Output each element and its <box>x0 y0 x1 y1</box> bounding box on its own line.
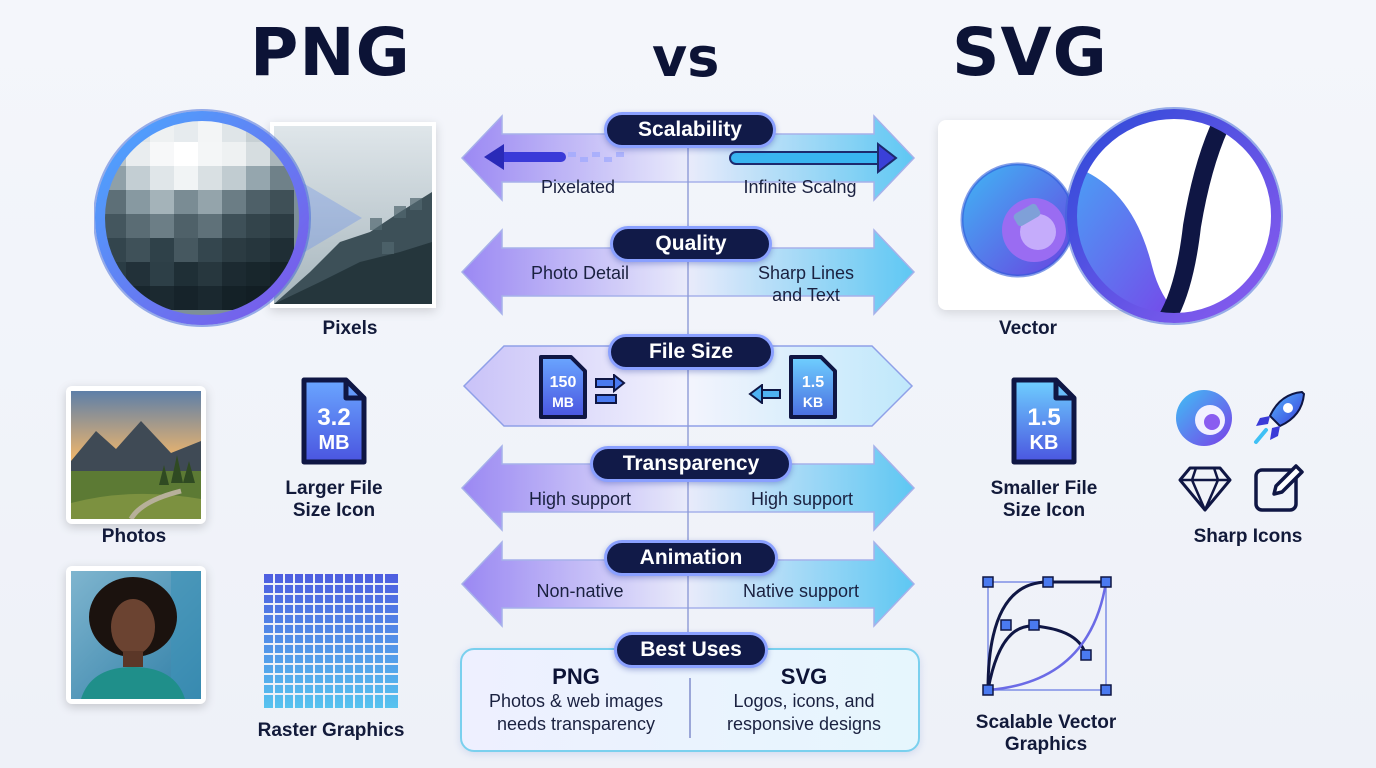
svg-title: SVG <box>952 14 1108 91</box>
vs-label: vs <box>652 26 720 89</box>
rocket-icon <box>1250 386 1310 450</box>
transparency-left: High support <box>528 489 632 509</box>
file-size-right-icon <box>788 354 838 420</box>
arrow-right-icon <box>729 141 898 175</box>
larger-file-caption-1: Larger File <box>285 478 383 499</box>
best-uses-label: Best Uses <box>614 632 768 668</box>
best-svg-line2: responsive designs <box>726 714 882 734</box>
raster-caption: Raster Graphics <box>257 720 405 741</box>
quality-right-2: and Text <box>772 285 840 305</box>
file-size-label: File Size <box>608 334 774 370</box>
bezier-curve-icon <box>980 574 1114 702</box>
quality-left: Photo Detail <box>530 263 630 283</box>
arrow-left-icon <box>748 383 782 408</box>
arrow-right-icon <box>594 372 628 412</box>
portrait-photo <box>66 566 206 704</box>
animation-label: Animation <box>604 540 778 576</box>
pixelated-landscape-image <box>270 122 436 308</box>
animation-right: Native support <box>742 581 860 601</box>
best-png-line2: needs transparency <box>496 714 656 734</box>
small-file-size-value: 1.5 <box>1027 404 1061 431</box>
transparency-right: High support <box>750 489 854 509</box>
magnifier-circle-icon <box>93 108 364 328</box>
file-size-icon <box>300 376 368 466</box>
file-size-right-unit: KB <box>802 394 824 410</box>
file-size-right-value: 1.5 <box>801 374 825 391</box>
best-svg-heading: SVG <box>780 664 828 689</box>
file-size-left-unit: MB <box>552 394 574 410</box>
file-size-unit: MB <box>318 432 350 454</box>
transparency-label: Transparency <box>590 446 792 482</box>
scalability-right: Infinite Scalng <box>743 177 857 197</box>
landscape-photo <box>66 386 206 524</box>
quality-right-1: Sharp Lines <box>757 263 855 283</box>
larger-file-caption-2: Size Icon <box>292 500 376 521</box>
quality-label: Quality <box>610 226 772 262</box>
best-uses-divider <box>689 678 691 738</box>
smaller-file-caption-1: Smaller File <box>990 478 1098 499</box>
arrow-left-icon <box>484 144 624 170</box>
sharp-icons-caption: Sharp Icons <box>1193 526 1303 547</box>
swirl-logo-icon <box>1174 388 1234 452</box>
file-size-left-icon <box>538 354 588 420</box>
scalability-left: Pixelated <box>540 177 616 197</box>
magnifier-circle-icon <box>1052 106 1288 326</box>
best-svg-line1: Logos, icons, and <box>733 691 875 711</box>
best-png-heading: PNG <box>552 664 600 689</box>
pixel-grid-icon <box>264 574 398 708</box>
vector-caption: Vector <box>998 318 1058 339</box>
file-size-value: 3.2 <box>317 404 351 431</box>
file-size-left-value: 150 <box>549 374 577 391</box>
vector-logo-card <box>938 120 1134 310</box>
file-size-icon <box>1010 376 1078 466</box>
smaller-file-caption-2: Size Icon <box>1002 500 1086 521</box>
best-png-line1: Photos & web images <box>488 691 664 711</box>
small-file-size-unit: KB <box>1029 432 1059 454</box>
center-divider <box>687 112 689 642</box>
pixels-caption: Pixels <box>322 318 378 339</box>
animation-left: Non-native <box>536 581 624 601</box>
scalability-label: Scalability <box>604 112 776 148</box>
scalable-caption-2: Graphics <box>1004 734 1088 755</box>
diamond-icon <box>1176 464 1234 518</box>
photos-caption: Photos <box>101 526 167 547</box>
edit-icon <box>1252 460 1308 520</box>
scalable-caption-1: Scalable Vector <box>975 712 1117 733</box>
png-title: PNG <box>250 14 411 91</box>
